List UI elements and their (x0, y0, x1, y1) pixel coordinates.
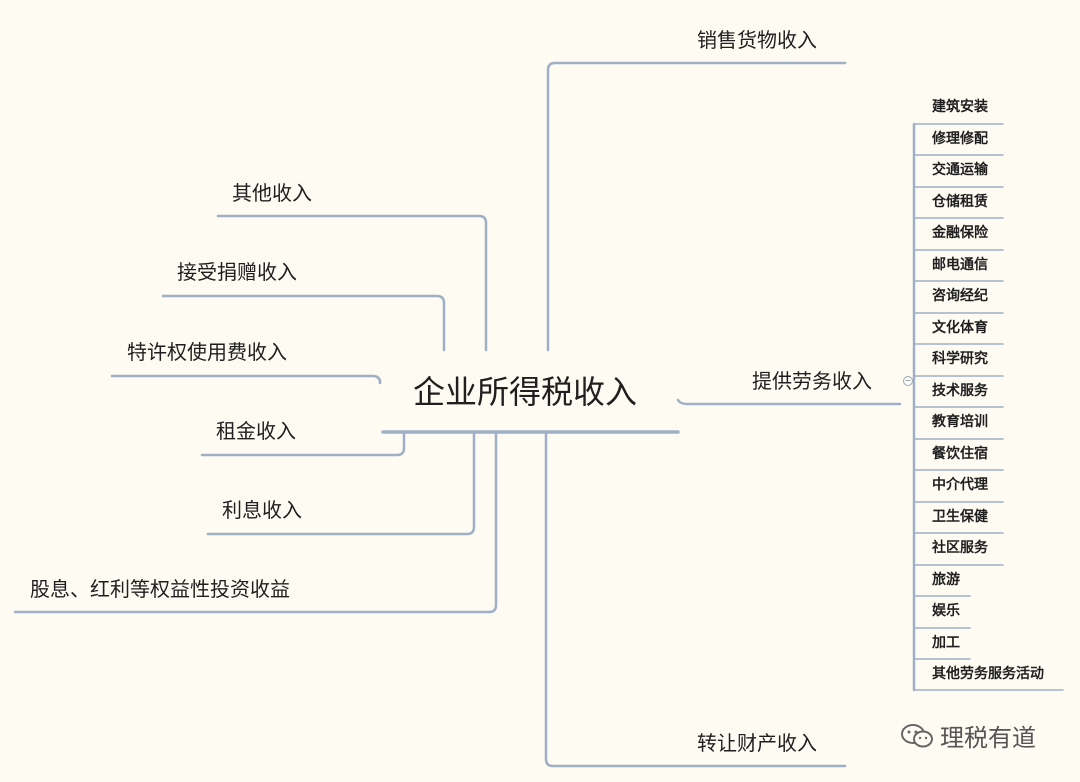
service-item[interactable]: 文化体育 (932, 320, 988, 336)
connector-other-income (216, 214, 488, 352)
service-item[interactable]: 建筑安装 (932, 99, 988, 115)
branch-dividend-income[interactable]: 股息、红利等权益性投资收益 (30, 577, 290, 601)
branch-royalty-income[interactable]: 特许权使用费收入 (127, 340, 287, 364)
connector-dividend-income (13, 430, 498, 614)
connector-service-income (676, 398, 902, 406)
branch-interest-income[interactable]: 利息收入 (222, 498, 302, 522)
central-topic[interactable]: 企业所得税收入 (413, 373, 638, 411)
watermark-text: 理税有道 (940, 724, 1036, 752)
service-item[interactable]: 邮电通信 (932, 257, 988, 273)
service-item[interactable]: 金融保险 (932, 225, 988, 241)
branch-service-income[interactable]: 提供劳务收入 (752, 369, 872, 393)
service-item[interactable]: 加工 (932, 635, 960, 651)
service-item[interactable]: 交通运输 (932, 162, 988, 178)
service-item[interactable]: 卫生保健 (932, 509, 988, 525)
service-item[interactable]: 旅游 (932, 572, 960, 588)
service-item[interactable]: 技术服务 (932, 383, 988, 399)
branch-rent-income[interactable]: 租金收入 (216, 419, 296, 443)
service-item[interactable]: 修理修配 (932, 131, 988, 147)
branch-other-income[interactable]: 其他收入 (232, 181, 312, 205)
wechat-icon (901, 723, 933, 747)
branch-goods-sales-income[interactable]: 销售货物收入 (697, 28, 817, 52)
service-item[interactable]: 社区服务 (932, 540, 988, 556)
watermark: 理税有道 (900, 718, 1036, 753)
service-item[interactable]: 餐饮住宿 (932, 446, 988, 462)
connector-interest-income (206, 430, 476, 536)
service-item[interactable]: 仓储租赁 (932, 194, 988, 210)
service-item[interactable]: 教育培训 (932, 414, 988, 430)
service-item[interactable]: 中介代理 (932, 477, 988, 493)
service-item[interactable]: 娱乐 (932, 603, 960, 619)
connector-property-transfer-income (544, 430, 847, 768)
collapse-toggle-icon[interactable]: − (903, 376, 913, 386)
connector-royalty-income (110, 374, 382, 385)
service-item[interactable]: 科学研究 (932, 351, 988, 367)
branch-property-transfer-income[interactable]: 转让财产收入 (697, 731, 817, 755)
connector-goods-sales-income (546, 61, 847, 352)
connector-donation-income (161, 294, 446, 352)
connector-rent-income (200, 430, 406, 457)
service-item[interactable]: 咨询经纪 (932, 288, 988, 304)
branch-donation-income[interactable]: 接受捐赠收入 (177, 260, 297, 284)
service-item[interactable]: 其他劳务服务活动 (932, 666, 1044, 682)
